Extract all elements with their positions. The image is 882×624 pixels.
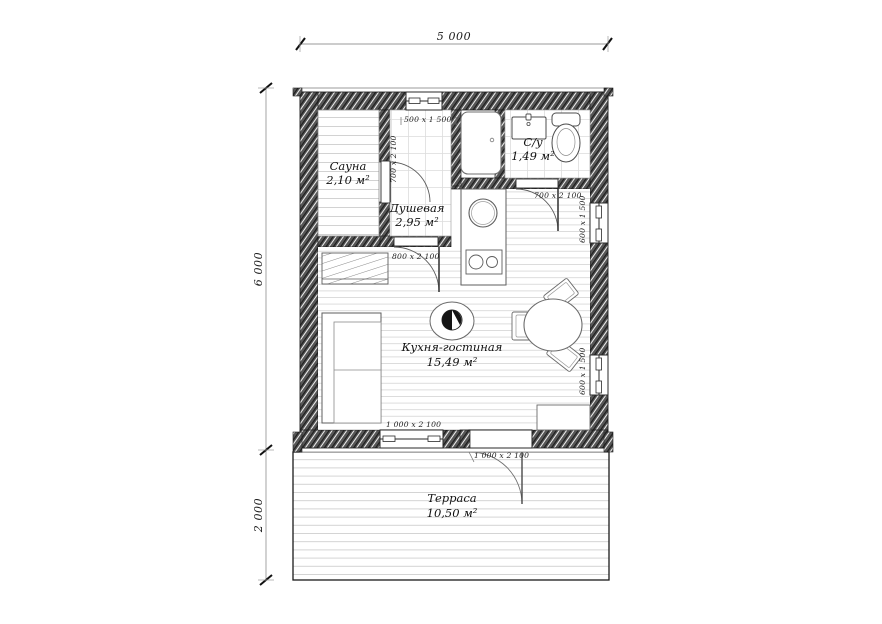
dimension-left-terrace-label: 2 000	[252, 498, 265, 534]
dimension-left-house-label: 6 000	[252, 252, 265, 287]
room-label-shower: Душевая	[389, 201, 445, 215]
dimension-top-label: 5 000	[437, 30, 472, 43]
room-area-kitchen: 15,49 м²	[427, 355, 478, 369]
label-window-top: 500 x 1 500	[404, 115, 452, 124]
label-door-wc: 700 x 2 100	[534, 191, 582, 200]
lower-cabinet	[536, 404, 591, 431]
window-right-upper	[589, 202, 609, 244]
room-label-kitchen: Кухня-гостиная	[401, 340, 503, 354]
door-wc-swing	[515, 178, 559, 232]
window-right-lower	[589, 354, 609, 396]
room-label-terrace: Терраса	[427, 491, 476, 505]
sofa	[321, 312, 382, 424]
kitchen-sink	[468, 198, 498, 228]
room-sauna: Сауна 2,10 м²	[317, 109, 380, 237]
door-terrace-opening	[459, 429, 533, 449]
room-label-wc: С/у	[523, 135, 543, 149]
room-kitchen-living: Кухня-гостиная 15,49 м²	[318, 178, 591, 431]
door-terrace-swing	[469, 451, 523, 505]
room-wc: С/у 1,49 м²	[504, 109, 591, 179]
label-door-shower: 800 x 2 100	[392, 252, 440, 261]
label-window-right-lower: 600 x 1 500	[578, 347, 587, 395]
door-shower-swing	[393, 236, 440, 293]
room-shower: Душевая 2,95 м²	[380, 109, 502, 237]
kitchen-counter	[460, 188, 507, 286]
terrace-area: Терраса 10,50 м²	[292, 451, 610, 581]
room-area-shower: 2,95 м²	[394, 215, 439, 229]
label-door-terrace: 1 000 x 2 100	[474, 451, 529, 460]
room-area-terrace: 10,50 м²	[427, 506, 478, 520]
dimension-top: 5 000	[295, 30, 613, 52]
shower-tray	[460, 111, 502, 175]
toilet	[551, 112, 581, 163]
cooktop	[465, 249, 503, 275]
wardrobe	[321, 252, 389, 285]
round-dining-table	[523, 298, 583, 352]
opening-labels: 500 x 1 500 700 x 2 100 700 x 2 100 800 …	[386, 115, 587, 463]
room-label-sauna: Сауна	[330, 159, 367, 173]
wood-stove	[429, 301, 475, 341]
label-window-bottom: 1 000 x 2 100	[386, 420, 441, 429]
room-area-wc: 1,49 м²	[511, 149, 555, 163]
label-door-sauna: 700 x 2 100	[389, 135, 398, 183]
dining-set	[511, 278, 583, 372]
door-sauna-swing	[380, 160, 431, 204]
washbasin	[511, 113, 547, 140]
window-bottom	[379, 429, 444, 449]
dimension-left: 6 000 2 000	[252, 82, 274, 586]
room-area-sauna: 2,10 м²	[325, 173, 370, 187]
window-top	[405, 91, 443, 111]
label-window-right-upper: 600 x 1 500	[578, 195, 587, 243]
